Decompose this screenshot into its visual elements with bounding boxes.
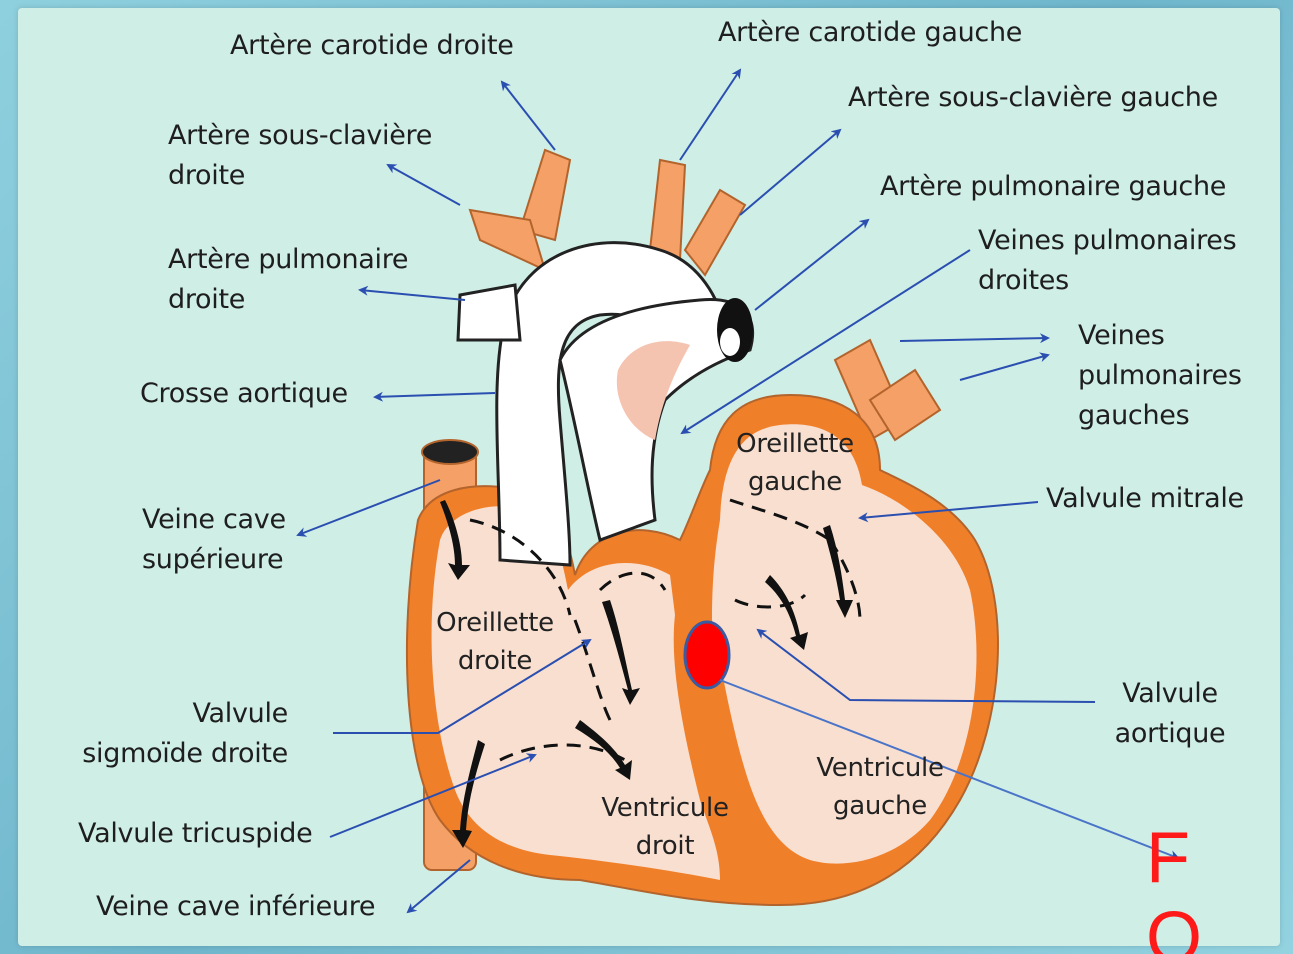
- label-oreillette-gauche: Oreillette gauche: [720, 425, 870, 501]
- label-sous-claviere-gauche: Artère sous-clavière gauche: [848, 78, 1218, 118]
- label-valvule-mitrale: Valvule mitrale: [1046, 479, 1244, 519]
- label-veines-pulm-droites: Veines pulmonaires droites: [978, 221, 1258, 301]
- label-valvule-aortique: Valvule aortique: [1100, 674, 1240, 754]
- leader-sous-claviere-gauche: [740, 130, 840, 215]
- label-veine-cave-inf: Veine cave inférieure: [96, 887, 375, 927]
- label-veines-pulm-gauches: Veines pulmonaires gauches: [1078, 316, 1248, 436]
- label-crosse-aortique: Crosse aortique: [140, 374, 348, 414]
- label-carotide-gauche: Artère carotide gauche: [718, 13, 1022, 53]
- label-ventricule-gauche: Ventricule gauche: [805, 749, 955, 825]
- label-veine-cave-sup: Veine cave supérieure: [142, 500, 302, 580]
- leader-pulmonaire-gauche: [755, 220, 868, 310]
- fo-marker: [685, 622, 729, 688]
- leader-carotide-droite: [502, 82, 555, 150]
- leader-carotide-gauche: [680, 70, 740, 160]
- label-sous-claviere-droite: Artère sous-clavière droite: [168, 116, 453, 196]
- label-pulmonaire-gauche: Artère pulmonaire gauche: [880, 167, 1226, 207]
- leader-veines-pulm-gauches-2: [960, 355, 1048, 380]
- label-ventricule-droit: Ventricule droit: [590, 789, 740, 865]
- label-fo: F O: [1146, 818, 1293, 954]
- label-oreillette-droite: Oreillette droite: [420, 604, 570, 680]
- label-valvule-tricuspide: Valvule tricuspide: [78, 814, 312, 854]
- leader-veines-pulm-gauches-1: [900, 338, 1048, 341]
- label-pulmonaire-droite: Artère pulmonaire droite: [168, 240, 428, 320]
- label-valvule-sigmoide: Valvule sigmoïde droite: [68, 694, 288, 774]
- leader-crosse-aortique: [375, 393, 495, 397]
- label-carotide-droite: Artère carotide droite: [230, 26, 514, 66]
